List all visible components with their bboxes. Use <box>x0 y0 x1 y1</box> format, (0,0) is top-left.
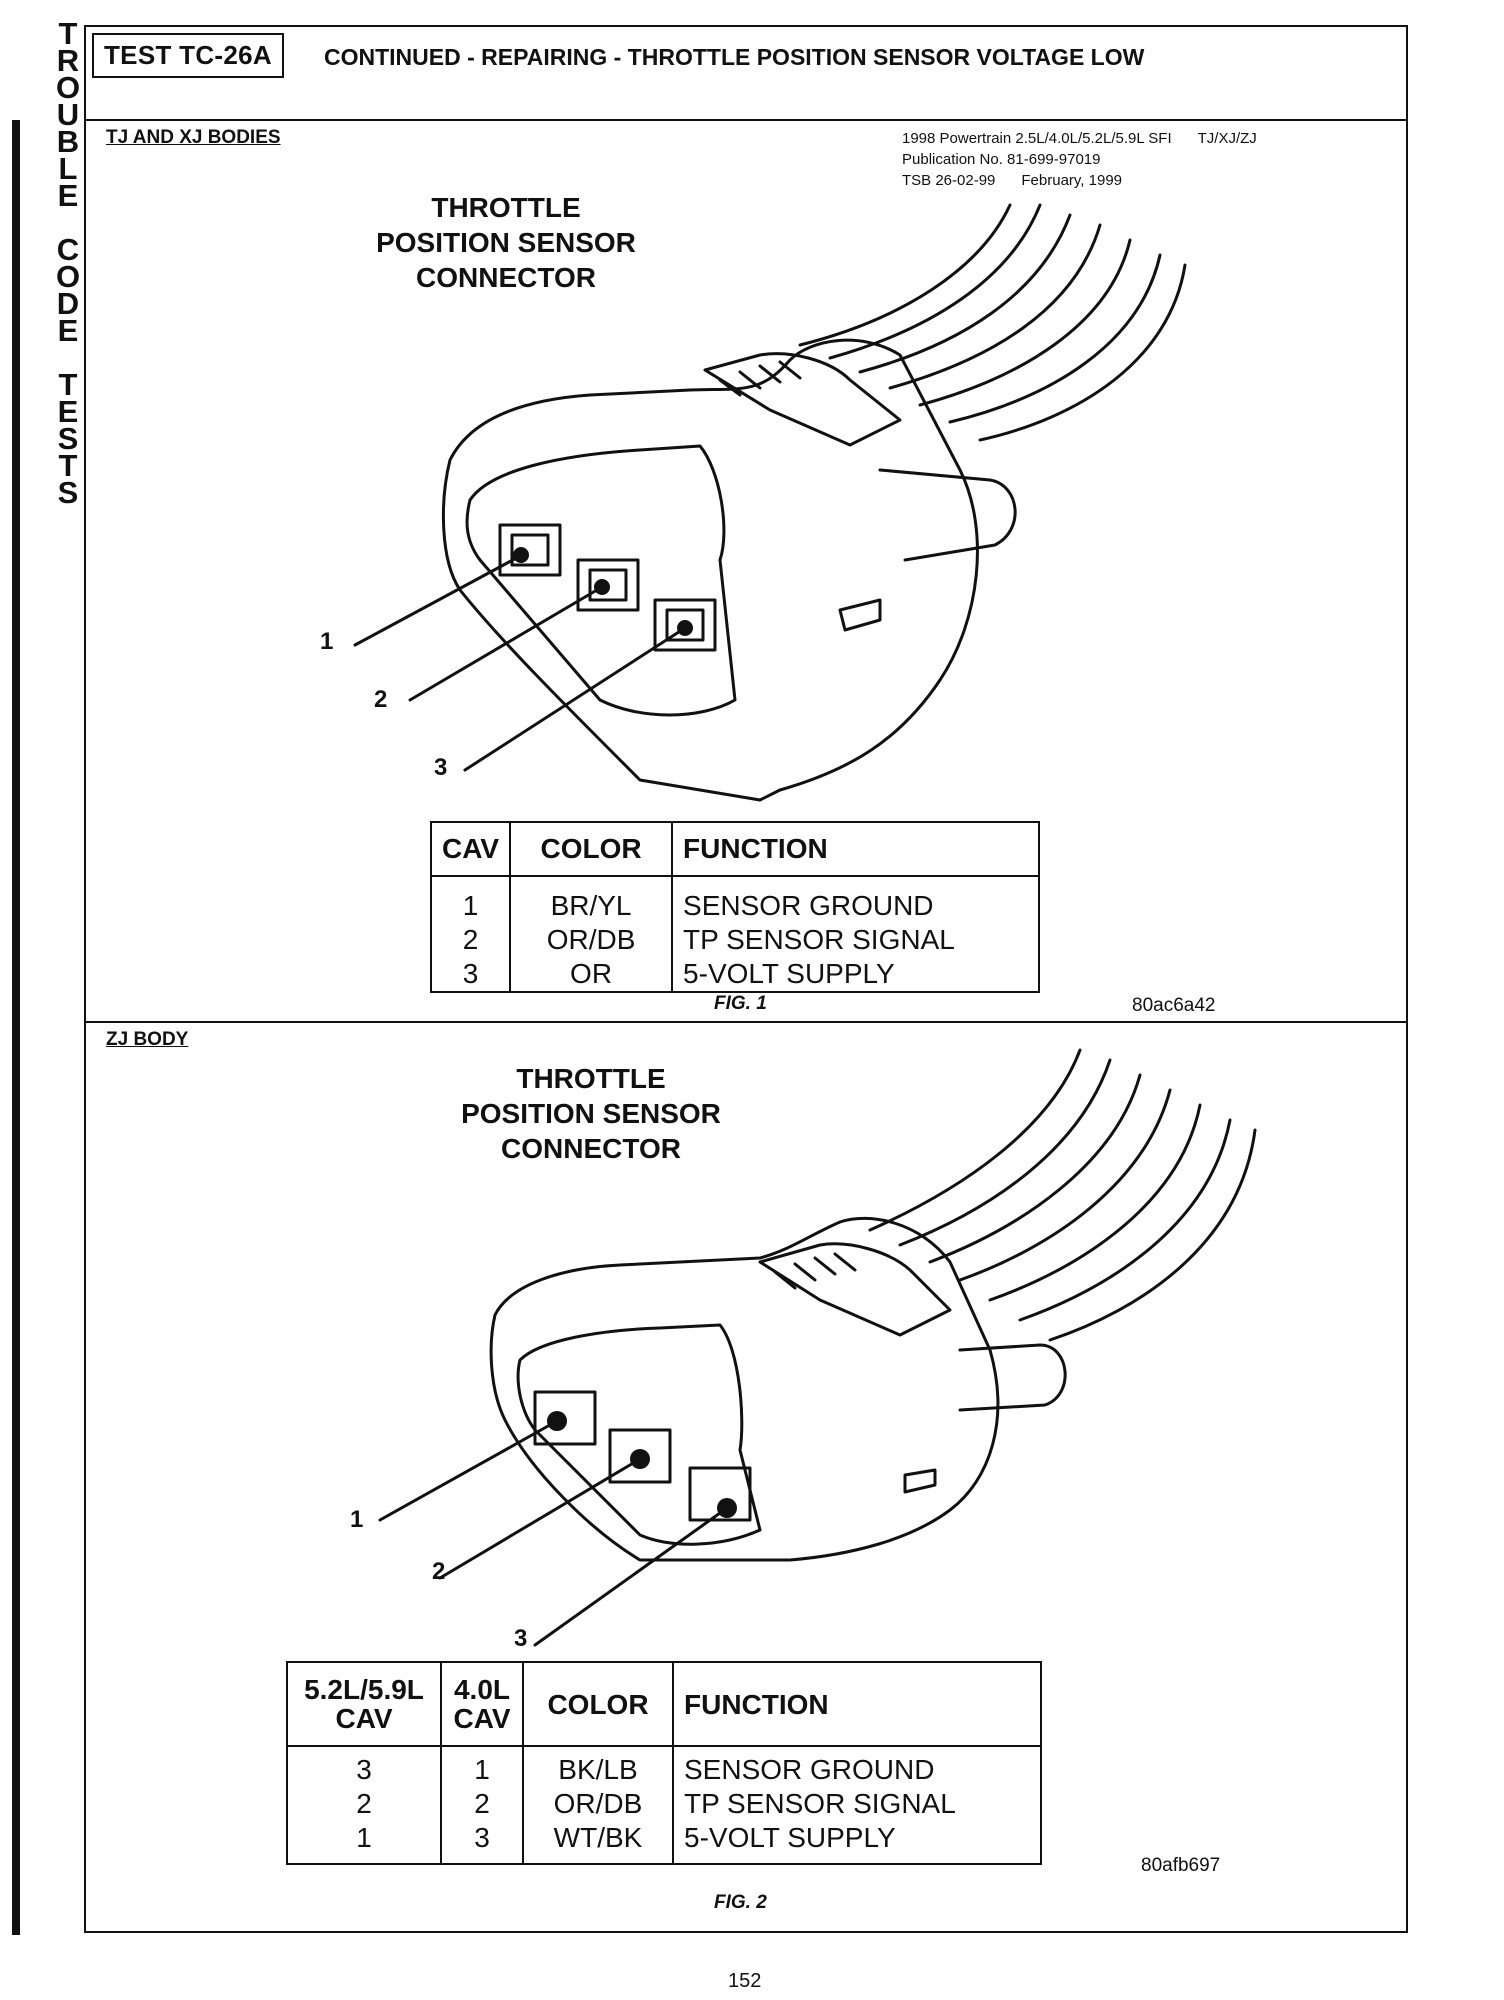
test-id-box: TEST TC-26A <box>92 33 284 78</box>
side-tab-bar <box>12 120 20 1935</box>
section-label-zj: ZJ BODY <box>106 1029 189 1050</box>
page-title: CONTINUED - REPAIRING - THROTTLE POSITIO… <box>324 44 1145 70</box>
pub-tsb: TSB 26-02-99 <box>902 172 996 189</box>
fig2-callout-3: 3 <box>514 1625 528 1652</box>
page-number: 152 <box>728 1970 762 1992</box>
fig2-connector-drawing <box>378 1048 1257 1647</box>
fig1-code: 80ac6a42 <box>1132 995 1216 1016</box>
page-header: TEST TC-26A CONTINUED - REPAIRING - THRO… <box>86 27 1406 121</box>
section-divider <box>86 1021 1406 1023</box>
col-color: COLOR <box>509 822 674 877</box>
fig2-caption: FIG. 2 <box>714 1892 767 1913</box>
fig1-caption: FIG. 1 <box>714 993 767 1014</box>
fig1-connector-drawing <box>353 203 1187 802</box>
publication-info: 1998 Powertrain 2.5L/4.0L/5.2L/5.9L SFI T… <box>902 128 1257 191</box>
fig1-callout-3: 3 <box>434 754 448 781</box>
fig1-callout-1: 1 <box>320 628 334 655</box>
fig2-callout-2: 2 <box>432 1558 446 1585</box>
col-color: COLOR <box>522 1662 674 1747</box>
fig1-callout-2: 2 <box>374 686 388 713</box>
page-frame: TEST TC-26A CONTINUED - REPAIRING - THRO… <box>84 25 1408 1933</box>
pub-date: February, 1999 <box>1021 172 1123 189</box>
col-cav: CAV <box>429 822 512 877</box>
pub-line-1: 1998 Powertrain 2.5L/4.0L/5.2L/5.9L SFI <box>902 130 1172 147</box>
fig2-callout-1: 1 <box>350 1506 364 1533</box>
pub-line-2: Publication No. 81-699-97019 <box>902 151 1101 168</box>
col-function: FUNCTION <box>671 822 1041 877</box>
pub-models: TJ/XJ/ZJ <box>1197 130 1257 147</box>
fig2-code: 80afb697 <box>1141 1855 1221 1876</box>
col-function: FUNCTION <box>672 1662 1042 1747</box>
section-label-tj-xj: TJ AND XJ BODIES <box>106 127 281 148</box>
